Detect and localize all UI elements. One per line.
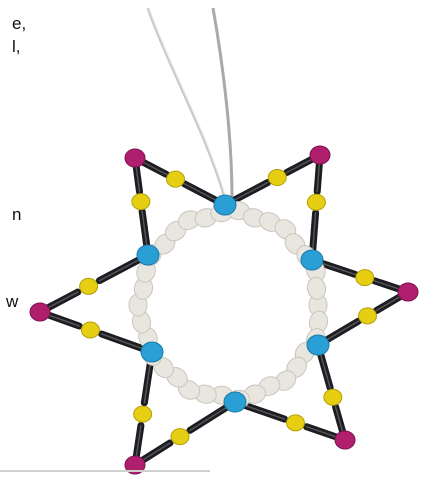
yellow-bead bbox=[306, 193, 326, 211]
magenta-bead bbox=[124, 148, 146, 168]
yellow-bead bbox=[286, 414, 305, 432]
yellow-bead bbox=[80, 321, 100, 339]
magenta-bead bbox=[124, 455, 146, 475]
yellow-bead bbox=[358, 307, 377, 325]
cropped-text-line-1: e, bbox=[12, 14, 27, 33]
cyan-bead bbox=[223, 391, 247, 413]
yellow-bead bbox=[170, 428, 190, 446]
yellow-bead bbox=[79, 277, 99, 295]
magenta-bead bbox=[29, 302, 51, 322]
cyan-beads bbox=[136, 194, 330, 413]
hanging-wires bbox=[146, 7, 234, 199]
bottom-divider bbox=[0, 470, 210, 472]
magenta-bead bbox=[309, 145, 331, 165]
yellow-bead bbox=[133, 405, 153, 423]
cyan-bead bbox=[306, 334, 330, 356]
yellow-bead bbox=[131, 193, 151, 211]
cropped-text-line-3: n bbox=[12, 205, 22, 224]
star-arms bbox=[29, 145, 419, 475]
yellow-bead bbox=[355, 269, 375, 287]
cropped-text-line-2: l, bbox=[12, 37, 21, 56]
white-bead bbox=[306, 276, 327, 300]
cropped-text-line-4: w bbox=[6, 292, 19, 311]
white-bead-ring bbox=[128, 201, 329, 409]
cyan-bead bbox=[213, 194, 237, 216]
cyan-bead bbox=[136, 244, 160, 266]
yellow-bead bbox=[267, 169, 287, 186]
magenta-bead bbox=[334, 430, 356, 450]
yellow-bead bbox=[166, 170, 185, 188]
cyan-bead bbox=[300, 249, 324, 271]
magenta-bead bbox=[397, 282, 419, 302]
yellow-bead bbox=[323, 388, 343, 406]
cyan-bead bbox=[140, 341, 164, 363]
